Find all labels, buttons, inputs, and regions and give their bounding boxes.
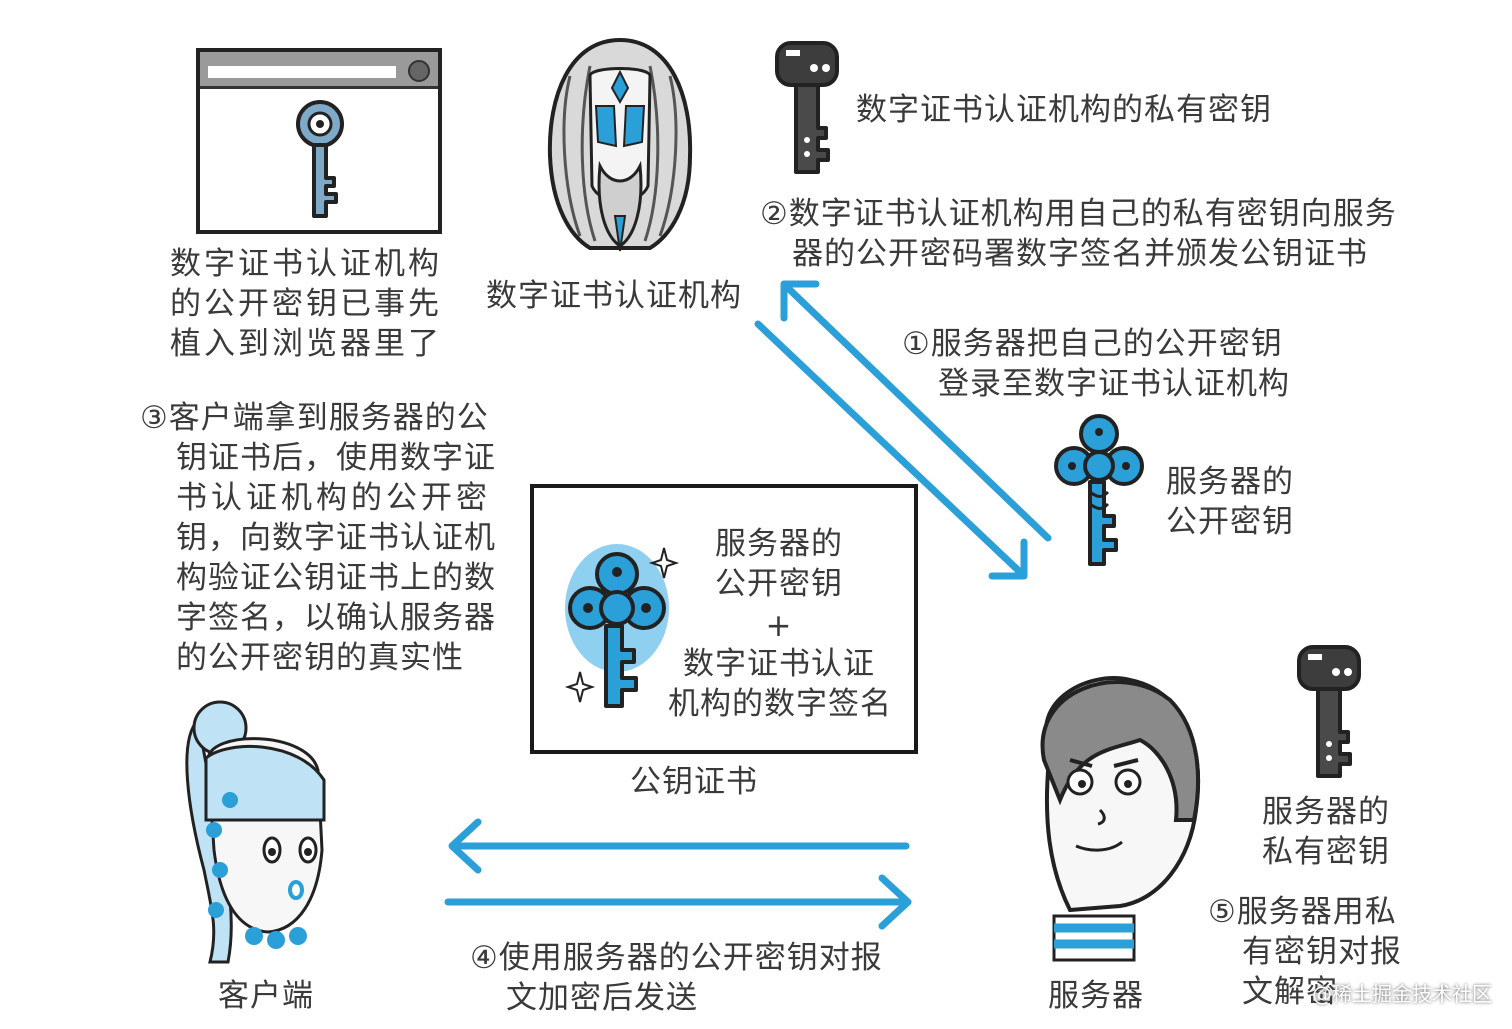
step4-line: ④使用服务器的公开密钥对报 [470,940,883,976]
step1-line: ①服务器把自己的公开密钥 [902,326,1283,362]
step3-line: 钥，向数字证书认证机 [176,520,496,556]
certificate-line: 公开密钥 [715,566,843,602]
sparkle-icon [564,671,596,703]
browser-window-icon [196,48,442,234]
server-public-key-label: 公开密钥 [1166,504,1294,540]
server-private-key-label: 私有密钥 [1262,834,1390,870]
step3-line: 的公开密钥的真实性 [176,640,464,676]
ca-private-key-icon [775,41,839,174]
server-public-key-label: 服务器的 [1166,464,1294,500]
client-label: 客户端 [218,978,314,1014]
certificate-line: 服务器的 [715,526,843,562]
browser-caption-line: 的公开密钥已事先 [170,286,442,322]
browser-caption-line: 植入到浏览器里了 [170,326,442,362]
step3-line: 钥证书后，使用数字证 [176,440,496,476]
step1-line: 登录至数字证书认证机构 [938,366,1290,402]
server-public-key-icon [1054,414,1144,566]
certificate-line: 机构的数字签名 [668,686,892,722]
ca-person-icon [547,37,693,252]
step3-line: 书认证机构的公开密 [176,480,491,516]
server-private-key-icon [1297,645,1361,778]
step5-line: 文解密 [1242,974,1338,1010]
server-private-key-label: 服务器的 [1262,794,1390,830]
public-key-certificate: 服务器的 公开密钥 + 数字证书认证 机构的数字签名 [530,484,918,754]
sparkle-icon [648,547,680,579]
step2-line: 器的公开密码署数字签名并颁发公钥证书 [792,236,1368,272]
certificate-line: 数字证书认证 [683,646,875,682]
browser-address-bar [208,66,396,78]
ca-private-key-label: 数字证书认证机构的私有密钥 [856,92,1272,128]
step5-line: 有密钥对报 [1242,934,1402,970]
browser-title-bar [200,52,438,89]
step3-line: 构验证公钥证书上的数 [176,560,496,596]
step5-line: ⑤服务器用私 [1208,894,1397,930]
client-person-icon [185,700,326,964]
step4-line: 文加密后发送 [506,980,698,1016]
server-person-icon [1040,676,1201,962]
server-label: 服务器 [1048,978,1144,1014]
browser-button-icon [408,60,430,82]
ca-label: 数字证书认证机构 [486,278,742,314]
step2-line: ②数字证书认证机构用自己的私有密钥向服务 [760,196,1397,232]
certificate-plus: + [765,608,793,644]
browser-caption-line: 数字证书认证机构 [170,246,442,282]
certificate-key-icon [565,544,669,708]
step3-line: ③客户端拿到服务器的公 [140,400,489,436]
step3-line: 字签名，以确认服务器 [176,600,496,636]
ca-public-key-icon [296,100,344,218]
certificate-caption: 公钥证书 [630,764,758,800]
watermark: @稀土掘金技术社区 [1312,982,1492,1006]
